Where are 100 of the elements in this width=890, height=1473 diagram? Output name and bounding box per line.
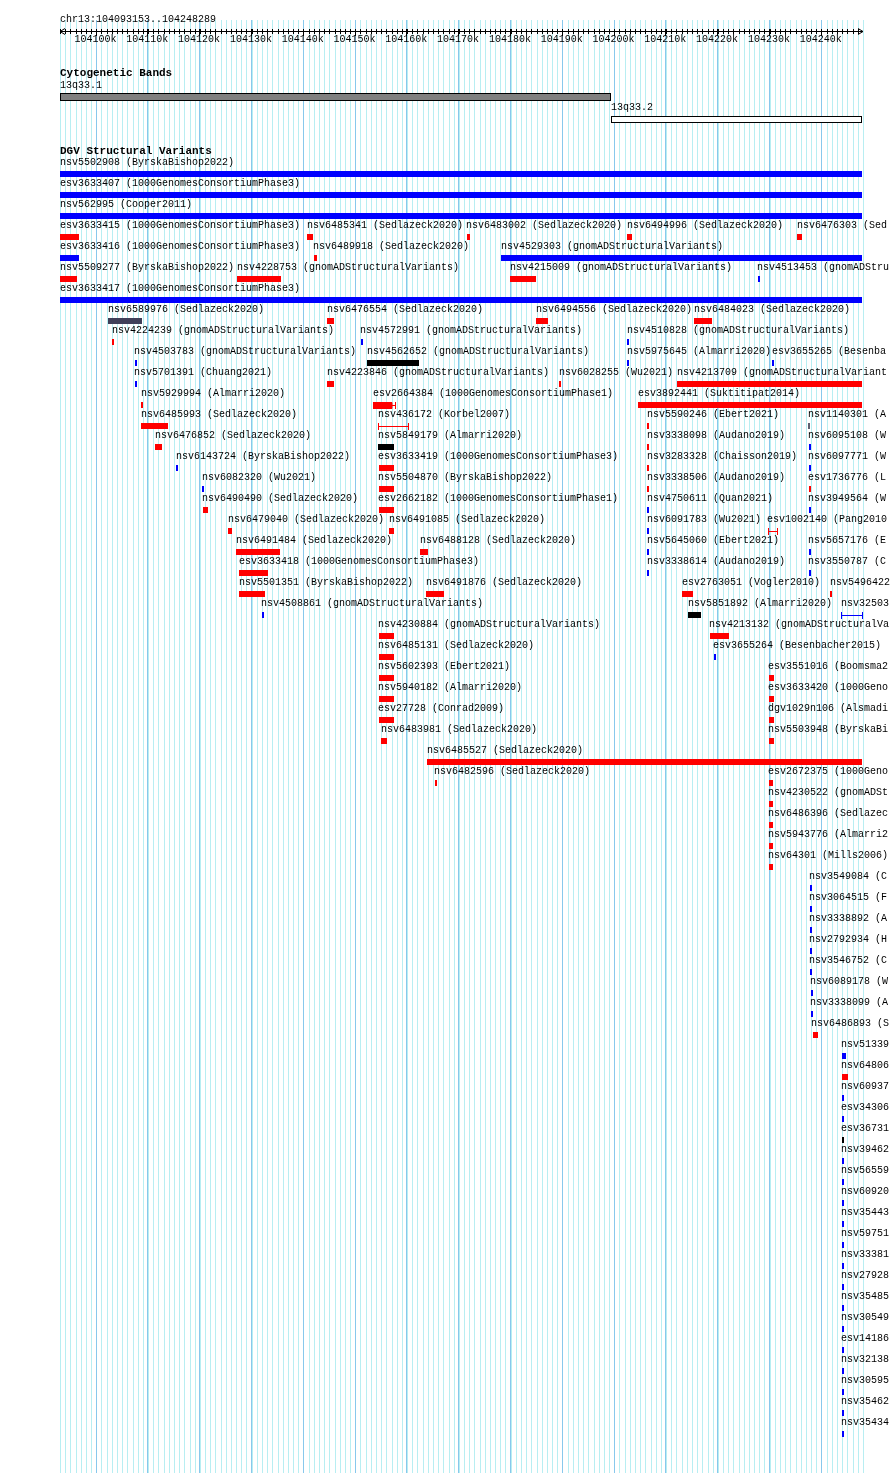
variant-label: nsv56559 xyxy=(841,1165,889,1177)
variant-label: nsv6095108 (W xyxy=(808,430,886,442)
variant-label: nsv4508861 (gnomADStructuralVariants) xyxy=(261,598,484,610)
variant-label: nsv6491484 (Sedlazeck2020) xyxy=(236,535,393,547)
variant-label: nsv5504870 (ByrskaBishop2022) xyxy=(378,472,553,484)
variant-label: nsv6486893 (S xyxy=(811,1018,889,1030)
variant-label: esv3633407 (1000GenomesConsortiumPhase3) xyxy=(60,178,301,190)
tick-label: 104170k xyxy=(437,34,480,46)
variant-label: nsv3338098 (Audano2019) xyxy=(647,430,786,442)
variant-label: nsv6491876 (Sedlazeck2020) xyxy=(426,577,583,589)
variant-label: nsv4223846 (gnomADStructuralVariants) xyxy=(327,367,550,379)
tick-label: 104100k xyxy=(74,34,117,46)
variant-label: nsv3338892 (A xyxy=(809,913,887,925)
variant-label: nsv6143724 (ByrskaBishop2022) xyxy=(176,451,351,463)
variant-label: nsv5851892 (Almarri2020) xyxy=(688,598,833,610)
variant-label: nsv6482596 (Sedlazeck2020) xyxy=(434,766,591,778)
variant-label: nsv3550787 (C xyxy=(808,556,886,568)
variant-label: esv3892441 (Suktitipat2014) xyxy=(638,388,801,400)
variant-label: nsv64301 (Mills2006) xyxy=(768,850,889,862)
variant-label: nsv35485 xyxy=(841,1291,889,1303)
variant-label: esv1002140 (Pang2010 xyxy=(767,514,888,526)
variant-label: nsv30595 xyxy=(841,1375,889,1387)
variant-label: nsv4510828 (gnomADStructuralVariants) xyxy=(627,325,850,337)
variant-label: nsv4215009 (gnomADStructuralVariants) xyxy=(510,262,733,274)
tick-label: 104110k xyxy=(126,34,169,46)
variant-label: nsv33381 xyxy=(841,1249,889,1261)
variant-label: esv2664384 (1000GenomesConsortiumPhase1) xyxy=(373,388,614,400)
variant-label: nsv6483981 (Sedlazeck2020) xyxy=(381,724,538,736)
variant-label: esv3633417 (1000GenomesConsortiumPhase3) xyxy=(60,283,301,295)
variant-label: nsv5503948 (ByrskaBi xyxy=(768,724,889,736)
variant-label: nsv4572991 (gnomADStructuralVariants) xyxy=(360,325,583,337)
variant-label: nsv30549 xyxy=(841,1312,889,1324)
variant-label: nsv27928 xyxy=(841,1270,889,1282)
variant-label: nsv3283328 (Chaisson2019) xyxy=(647,451,798,463)
variant-label: esv2672375 (1000Geno xyxy=(768,766,889,778)
variant-label: nsv6476852 (Sedlazeck2020) xyxy=(155,430,312,442)
variant-label: nsv5849179 (Almarri2020) xyxy=(378,430,523,442)
variant-label: dgv1029n106 (Alsmadi xyxy=(768,703,889,715)
variant-label: nsv3338614 (Audano2019) xyxy=(647,556,786,568)
tick-label: 104240k xyxy=(799,34,842,46)
tick-label: 104150k xyxy=(333,34,376,46)
variant-label: nsv64806 xyxy=(841,1060,889,1072)
variant-label: nsv6484023 (Sedlazeck2020) xyxy=(694,304,851,316)
variant-label: nsv6082320 (Wu2021) xyxy=(202,472,317,484)
variant-label: nsv6485993 (Sedlazeck2020) xyxy=(141,409,298,421)
variant-label: nsv6490490 (Sedlazeck2020) xyxy=(202,493,359,505)
variant-label: nsv1140301 (A xyxy=(808,409,886,421)
variant-label: nsv3338506 (Audano2019) xyxy=(647,472,786,484)
variant-label: nsv51339 xyxy=(841,1039,889,1051)
variant-label: esv2662182 (1000GenomesConsortiumPhase1) xyxy=(378,493,619,505)
tick-label: 104160k xyxy=(385,34,428,46)
variant-label: nsv6479040 (Sedlazeck2020) xyxy=(228,514,385,526)
variant-label: esv3633419 (1000GenomesConsortiumPhase3) xyxy=(378,451,619,463)
variant-label: esv34306 xyxy=(841,1102,889,1114)
variant-label: nsv4228753 (gnomADStructuralVariants) xyxy=(237,262,460,274)
variant-label: esv2763051 (Vogler2010) xyxy=(682,577,821,589)
tick-label: 104180k xyxy=(488,34,531,46)
variant-label: nsv6489918 (Sedlazeck2020) xyxy=(313,241,470,253)
variant-label: nsv4230522 (gnomADSt xyxy=(768,787,889,799)
variant-label: esv3655265 (Besenba xyxy=(772,346,887,358)
variant-label: esv27728 (Conrad2009) xyxy=(378,703,505,715)
variant-label: nsv5940182 (Almarri2020) xyxy=(378,682,523,694)
variant-label: nsv5645060 (Ebert2021) xyxy=(647,535,780,547)
variant-label: nsv6485527 (Sedlazeck2020) xyxy=(427,745,584,757)
ruler-label: chr13:104093153..104248289 xyxy=(60,14,217,26)
variant-label: esv3655264 (Besenbacher2015) xyxy=(713,640,882,652)
tick-label: 104200k xyxy=(592,34,635,46)
variant-label: nsv6097771 (W xyxy=(808,451,886,463)
variant-label: nsv6488128 (Sedlazeck2020) xyxy=(420,535,577,547)
variant-label: nsv4230884 (gnomADStructuralVariants) xyxy=(378,619,601,631)
variant-label: nsv5509277 (ByrskaBishop2022) xyxy=(60,262,235,274)
variant-label: nsv562995 (Cooper2011) xyxy=(60,199,193,211)
variant-label: nsv5701391 (Chuang2021) xyxy=(134,367,273,379)
variant-label: nsv6485341 (Sedlazeck2020) xyxy=(307,220,464,232)
tick-label: 104140k xyxy=(281,34,324,46)
variant-label: nsv4513453 (gnomADStru xyxy=(757,262,890,274)
variant-label: nsv5975645 (Almarri2020) xyxy=(627,346,772,358)
variant-label: nsv60920 xyxy=(841,1186,889,1198)
variant-label: esv36731 xyxy=(841,1123,889,1135)
variant-label: nsv59751 xyxy=(841,1228,889,1240)
variant-label: nsv5943776 (Almarri2 xyxy=(768,829,889,841)
variant-label: esv3633415 (1000GenomesConsortiumPhase3) xyxy=(60,220,301,232)
variant-label: nsv39462 xyxy=(841,1144,889,1156)
variant-label: nsv4213709 (gnomADStructuralVariant xyxy=(677,367,888,379)
variant-label: esv3633420 (1000Geno xyxy=(768,682,889,694)
variant-label: nsv6589976 (Sedlazeck2020) xyxy=(108,304,265,316)
variant-label: nsv436172 (Korbel2007) xyxy=(378,409,511,421)
tick-label: 104230k xyxy=(747,34,790,46)
variant-label: nsv32138 xyxy=(841,1354,889,1366)
variant-label: nsv6483002 (Sedlazeck2020) xyxy=(466,220,623,232)
tick-label: 104130k xyxy=(229,34,272,46)
variant-label: nsv5590246 (Ebert2021) xyxy=(647,409,780,421)
variant-label: nsv3949564 (W xyxy=(808,493,886,505)
variant-label: nsv3549084 (C xyxy=(809,871,887,883)
tick-label: 104190k xyxy=(540,34,583,46)
track-title: Cytogenetic Bands xyxy=(60,67,173,79)
variant-label: nsv3338099 (A xyxy=(810,997,888,1009)
variant-label: nsv35462 xyxy=(841,1396,889,1408)
variant-label: nsv6476554 (Sedlazeck2020) xyxy=(327,304,484,316)
variant-label: esv1736776 (L xyxy=(808,472,886,484)
